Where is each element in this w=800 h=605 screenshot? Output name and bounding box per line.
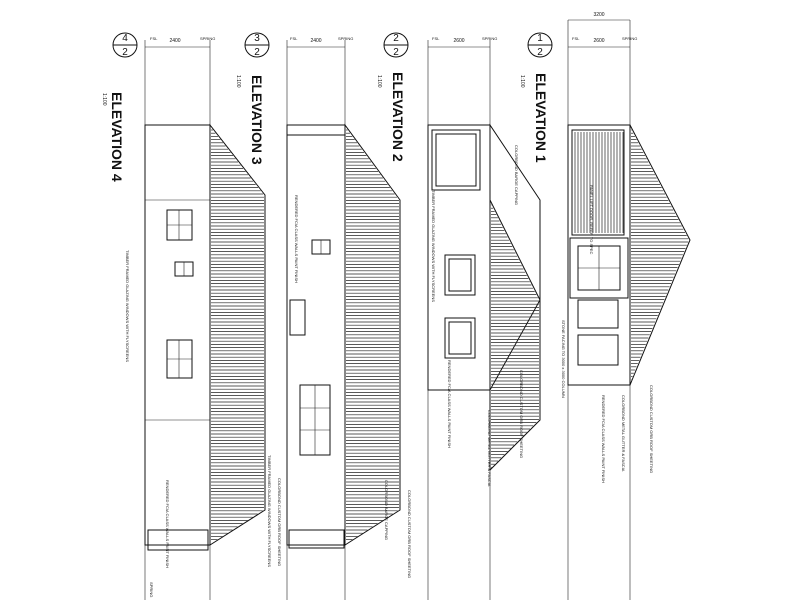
elevation-3: 3 2 1:100 ELEVATION 3 2400 FSL SPRING RE… xyxy=(235,32,412,578)
elevation-4-wall xyxy=(144,124,211,546)
elevation-1-dimension-top: 3200 xyxy=(593,12,604,18)
elevation-3-note-2: TIMBER FRAMED GLAZING WINDOWS WITH FLYSC… xyxy=(267,455,272,567)
elevation-1-label-spring: SPRING xyxy=(622,36,637,41)
elevation-1-panel-lift-door xyxy=(571,129,625,236)
elevation-3-window-2 xyxy=(289,299,306,336)
elevation-1-roof-sheeting xyxy=(631,129,689,380)
dimension-lines xyxy=(145,19,630,48)
elevation-2-window-2 xyxy=(444,254,476,296)
elevation-1-door-ribs xyxy=(574,132,624,233)
elevation-2-roof xyxy=(489,199,541,472)
elevation-1-note-3: RENDERED FC/A CLASS WALLS PAINT FINISH xyxy=(601,395,606,483)
elevation-4-title: ELEVATION 4 xyxy=(109,92,125,182)
elevation-2-bubble-number: 2 xyxy=(393,33,399,44)
elevation-1-dimension: 2600 xyxy=(593,38,604,44)
elevation-4-label-spring: SPRING xyxy=(200,36,215,41)
elevation-3-note-1: RENDERED FC/A CLASS WALLS PAINT FINISH xyxy=(294,195,299,283)
elevation-2-window-3 xyxy=(444,317,476,359)
elevation-2-label-spring: SPRING xyxy=(482,36,497,41)
elevation-1-roof xyxy=(629,124,691,386)
elevation-4-label-fsl: FSL xyxy=(150,36,158,41)
elevation-1-note-5: COLORBOND CUSTOM ORB ROOF SHEETING xyxy=(649,385,654,473)
elevation-4: 4 2 1:100 ELEVATION 4 2400 FSL SPRING TI… xyxy=(101,32,266,597)
elevation-1-column xyxy=(569,237,629,299)
elevation-3-footing xyxy=(288,529,345,549)
elevation-1-title: ELEVATION 1 xyxy=(533,73,549,163)
elevation-1-bubble: 1 2 xyxy=(527,32,553,58)
elevation-1-label-fsl: FSL xyxy=(572,36,580,41)
elevation-4-scale: 1:100 xyxy=(101,93,107,106)
elevation-1-note-2: STONE FACING TO 3000 x 3000 COLUMN xyxy=(561,320,566,398)
elevation-1-window-1 xyxy=(577,299,619,329)
elevation-3-dimension: 2400 xyxy=(310,38,321,44)
elevation-2-title: ELEVATION 2 xyxy=(390,72,406,162)
elevation-3-label-fsl: FSL xyxy=(290,36,298,41)
elevation-1: 1 2 1:100 ELEVATION 1 3200 2600 FSL SPRI… xyxy=(519,12,691,483)
elevation-4-footing xyxy=(147,529,209,551)
elevation-2-note-2: TIMBER FRAMED GLAZING WINDOWS WITH FLYSC… xyxy=(431,190,436,302)
elevation-3-top-band xyxy=(286,124,346,136)
elevation-2-dimension: 2600 xyxy=(453,38,464,44)
elevation-2-roof-sheeting xyxy=(491,204,539,468)
elevation-3-title: ELEVATION 3 xyxy=(249,75,265,165)
elevation-4-roof xyxy=(209,123,266,546)
elevation-3-roof-sheeting xyxy=(346,129,399,540)
elevation-4-bubble-number: 4 xyxy=(122,33,128,44)
elevation-2-window-1 xyxy=(431,129,481,191)
elevation-2-wall xyxy=(427,124,491,391)
elevation-3-note-4: COLORBOND BARGE CAPPING xyxy=(384,480,389,540)
elevation-2-note-1: COLORBOND BARGE CAPPING xyxy=(514,145,519,205)
elevation-3-scale: 1:100 xyxy=(235,75,241,88)
elevation-3-bubble-number: 3 xyxy=(254,33,260,44)
elevation-1-note-4: COLORBOND METAL GUTTER & FASCIA xyxy=(621,395,626,472)
elevation-4-note-3: SPRING xyxy=(149,582,154,597)
elevation-2-bubble: 2 2 xyxy=(383,32,409,58)
elevation-2-note-3: RENDERED FC/A CLASS WALLS PAINT FINISH xyxy=(447,360,452,448)
elevation-3-bubble: 3 2 xyxy=(244,32,270,58)
elevation-3-note-3: COLORBOND CUSTOM ORB ROOF SHEETING xyxy=(277,478,282,566)
elevation-4-note-1: TIMBER FRAMED GLAZING WINDOWS WITH FLYSC… xyxy=(125,250,130,362)
elevation-3-bubble-sheet: 2 xyxy=(254,47,260,58)
elevation-4-roof-sheeting xyxy=(211,129,264,540)
elevation-2-note-5: COLORBOND METAL GUTTER & FASCIA xyxy=(487,410,492,487)
elevation-2-bubble-sheet: 2 xyxy=(393,47,399,58)
elevation-3-roof xyxy=(344,123,401,546)
elevation-4-bubble-sheet: 2 xyxy=(122,47,128,58)
elevation-1-scale: 1:100 xyxy=(519,75,525,88)
elevation-1-note-1: PANEL LIFT DOOR, REFER TO SPEC xyxy=(589,185,594,254)
elevation-1-bubble-sheet: 2 xyxy=(537,47,543,58)
elevation-2-scale: 1:100 xyxy=(376,75,382,88)
elevation-2: 2 2 1:100 ELEVATION 2 2600 FSL SPRING CO… xyxy=(376,32,541,487)
elevation-4-bubble: 4 2 xyxy=(112,32,138,58)
elevation-1-window-2 xyxy=(577,334,619,366)
elevation-2-note-4: COLORBOND CUSTOM ORB ROOF SHEETING xyxy=(519,370,524,458)
elevation-4-note-2: RENDERED FC/A CLASS WALLS PAINT FINISH xyxy=(165,480,170,568)
elevation-4-dimension: 2400 xyxy=(169,38,180,44)
elevation-1-bubble-number: 1 xyxy=(537,33,543,44)
elevation-2-label-fsl: FSL xyxy=(432,36,440,41)
elevation-3-note-5: COLORBOND CUSTOM ORB ROOF SHEETING xyxy=(407,490,412,578)
elevation-3-label-spring: SPRING xyxy=(338,36,353,41)
